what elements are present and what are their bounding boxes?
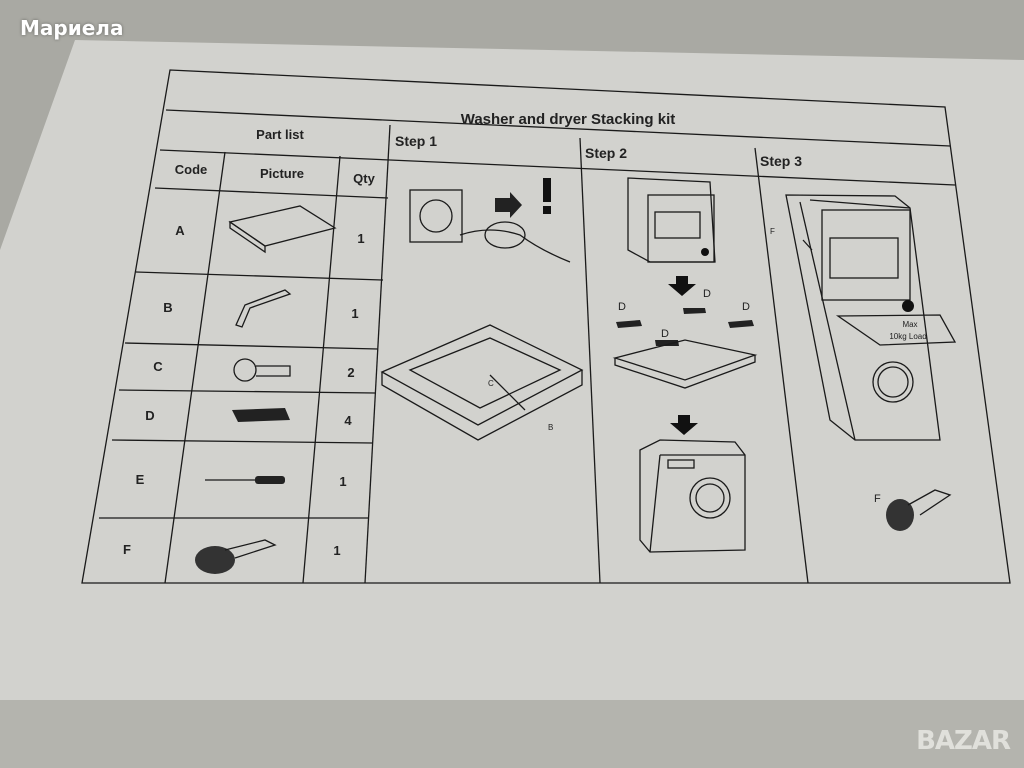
column-picture: Picture (260, 166, 304, 181)
part-qty: 1 (333, 543, 340, 558)
part-list-header: Part list (256, 127, 304, 142)
part-code: B (163, 300, 172, 315)
part-qty: 1 (357, 231, 364, 246)
part-code: A (175, 223, 185, 238)
column-qty: Qty (353, 171, 375, 186)
step-2-callout-d: D (742, 301, 750, 313)
paper-sheet (0, 40, 1024, 700)
part-qty: 1 (339, 474, 346, 489)
shelf-label-max: Max (902, 320, 917, 329)
part-quantities: 1 1 2 4 1 1 (333, 231, 364, 558)
step-2-callout-d: D (618, 301, 626, 313)
step-3-label: Step 3 (760, 153, 802, 169)
part-picture-strap (195, 539, 277, 574)
part-qty: 4 (344, 413, 352, 428)
column-code: Code (175, 162, 208, 177)
step-1-callout-c: C (488, 379, 494, 388)
step-1-label: Step 1 (395, 133, 437, 149)
sheet-title: Washer and dryer Stacking kit (461, 111, 676, 128)
step-2-callout-d: D (661, 328, 669, 340)
step-3-callout-f: F (874, 493, 881, 505)
step-3-illustration-strap (886, 489, 952, 531)
part-codes: A B C D E F (123, 223, 185, 557)
part-qty: 2 (347, 365, 354, 380)
shelf-label-load: 10kg Load (889, 332, 926, 341)
part-code: C (153, 359, 163, 374)
part-picture-screw (233, 358, 291, 382)
part-code: F (123, 542, 131, 557)
bazar-watermark: BAZAR (916, 726, 1011, 756)
part-picture-screwdriver (205, 476, 285, 484)
step-1-callout-b: B (548, 423, 553, 432)
part-code: E (136, 472, 145, 487)
part-qty: 1 (351, 306, 358, 321)
seller-name: Мариела (20, 16, 124, 40)
step-1-illustration-plug (409, 178, 571, 263)
step-2-label: Step 2 (585, 145, 627, 161)
part-picture-frame (228, 205, 337, 254)
step-2-illustration-dryer (627, 177, 716, 296)
step-2-illustration-pads (612, 308, 758, 435)
step-2-illustration-washer (639, 439, 746, 553)
part-picture-pad (232, 408, 290, 422)
step-3-callout-f: F (770, 227, 775, 236)
step-3-illustration-stack (785, 194, 957, 441)
part-code: D (145, 408, 154, 423)
step-2-callout-d: D (703, 288, 711, 300)
part-picture-bracket (235, 289, 292, 328)
step-1-illustration-frame (380, 324, 584, 441)
